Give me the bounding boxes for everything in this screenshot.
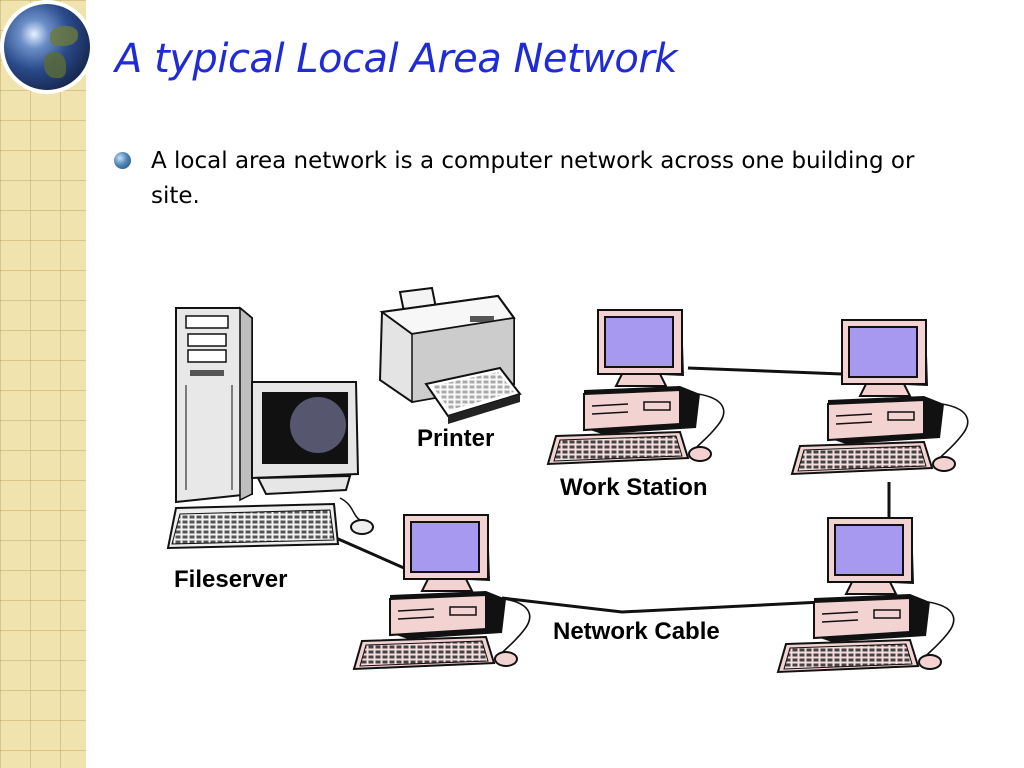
printer-label: Printer bbox=[417, 425, 495, 452]
printer-icon bbox=[378, 286, 522, 424]
fileserver-icon bbox=[166, 306, 374, 550]
workstation-2-icon bbox=[791, 319, 969, 475]
network-cable-label: Network Cable bbox=[553, 618, 720, 645]
workstation-1-icon bbox=[547, 309, 725, 465]
work-station-label: Work Station bbox=[560, 474, 708, 501]
bullet-sphere-icon bbox=[114, 152, 131, 169]
parchment-map-strip bbox=[0, 0, 86, 768]
workstation-4-icon bbox=[777, 517, 955, 673]
globe-landmass bbox=[44, 52, 66, 78]
bullet-text: A local area network is a computer netwo… bbox=[151, 148, 915, 209]
globe-icon bbox=[4, 4, 90, 90]
workstation-3-icon bbox=[353, 514, 531, 670]
globe-landmass bbox=[50, 26, 78, 46]
slide-title: A typical Local Area Network bbox=[115, 36, 678, 82]
network-cable-lines bbox=[335, 366, 891, 614]
fileserver-label: Fileserver bbox=[174, 566, 288, 593]
